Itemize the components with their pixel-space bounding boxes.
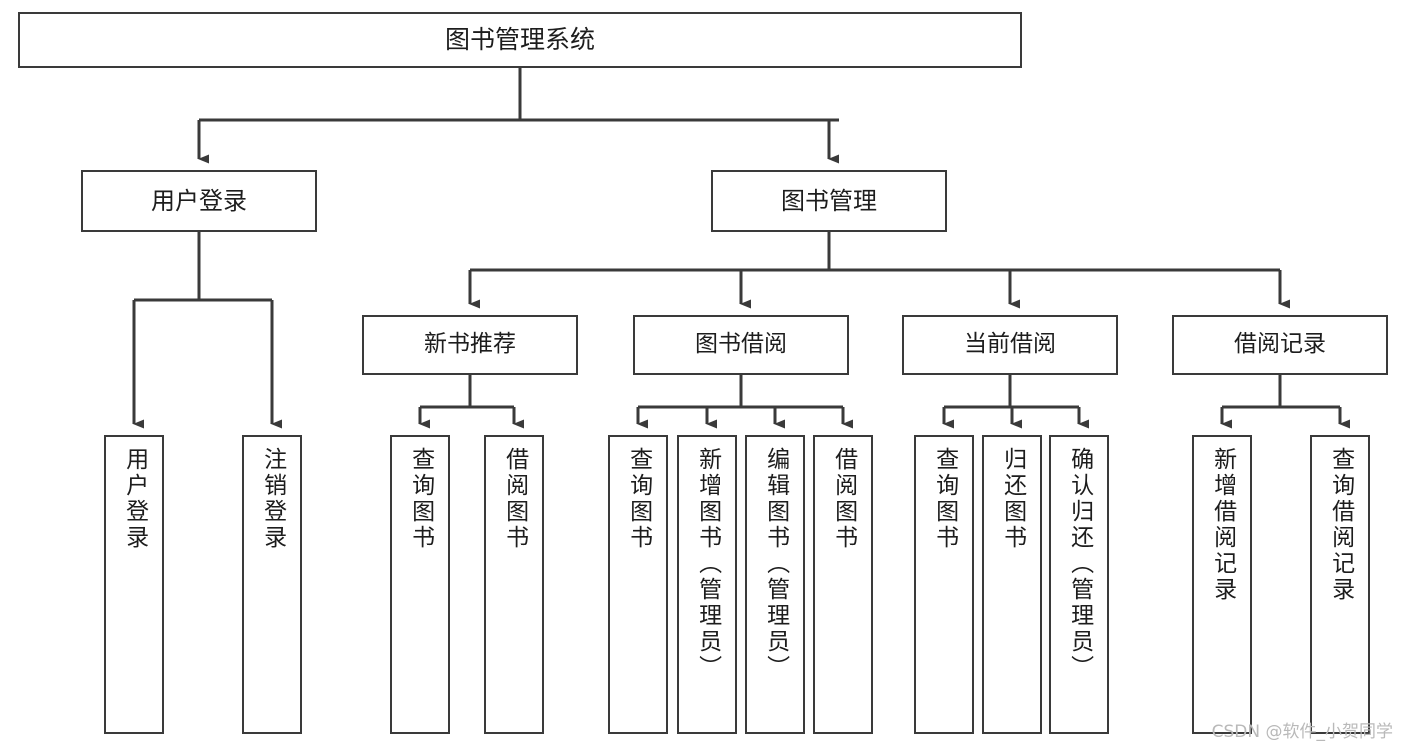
node-root[interactable]: 图书管理系统 (18, 12, 1022, 68)
node-label-leaf-query-book-2: 查询图书 (625, 447, 652, 551)
node-user-login[interactable]: 用户登录 (81, 170, 317, 232)
node-borrow-record[interactable]: 借阅记录 (1172, 315, 1388, 375)
node-label-leaf-add-record: 新增借阅记录 (1209, 447, 1236, 603)
node-leaf-query-book-3[interactable]: 查询图书 (914, 435, 974, 734)
node-label-root: 图书管理系统 (444, 25, 595, 55)
node-leaf-query-book-2[interactable]: 查询图书 (608, 435, 668, 734)
node-leaf-return-book[interactable]: 归还图书 (982, 435, 1042, 734)
node-label-leaf-user-login: 用户登录 (121, 447, 148, 551)
node-new-book-rec[interactable]: 新书推荐 (362, 315, 578, 375)
node-label-book-borrow: 图书借阅 (695, 331, 787, 358)
node-label-leaf-borrow-book-1: 借阅图书 (501, 447, 528, 551)
node-current-borrow[interactable]: 当前借阅 (902, 315, 1118, 375)
node-leaf-user-login[interactable]: 用户登录 (104, 435, 164, 734)
node-leaf-logout[interactable]: 注销登录 (242, 435, 302, 734)
node-book-manage[interactable]: 图书管理 (711, 170, 947, 232)
node-label-leaf-return-book: 归还图书 (999, 447, 1026, 551)
node-label-leaf-query-record: 查询借阅记录 (1327, 447, 1354, 603)
node-leaf-confirm-return[interactable]: 确认归还（管理员） (1049, 435, 1109, 734)
node-leaf-query-book-1[interactable]: 查询图书 (390, 435, 450, 734)
node-leaf-add-book[interactable]: 新增图书（管理员） (677, 435, 737, 734)
node-leaf-query-record[interactable]: 查询借阅记录 (1310, 435, 1370, 734)
node-label-leaf-query-book-1: 查询图书 (407, 447, 434, 551)
node-leaf-borrow-book-1[interactable]: 借阅图书 (484, 435, 544, 734)
node-label-new-book-rec: 新书推荐 (424, 331, 516, 358)
node-label-current-borrow: 当前借阅 (964, 331, 1056, 358)
node-label-leaf-add-book: 新增图书（管理员） (694, 447, 721, 681)
node-label-borrow-record: 借阅记录 (1234, 331, 1326, 358)
node-label-book-manage: 图书管理 (781, 186, 877, 215)
node-label-leaf-edit-book: 编辑图书（管理员） (762, 447, 789, 681)
node-book-borrow[interactable]: 图书借阅 (633, 315, 849, 375)
node-label-leaf-logout: 注销登录 (259, 447, 286, 551)
node-label-user-login: 用户登录 (151, 186, 247, 215)
node-leaf-edit-book[interactable]: 编辑图书（管理员） (745, 435, 805, 734)
node-label-leaf-borrow-book-2: 借阅图书 (830, 447, 857, 551)
node-label-leaf-query-book-3: 查询图书 (931, 447, 958, 551)
node-leaf-add-record[interactable]: 新增借阅记录 (1192, 435, 1252, 734)
node-leaf-borrow-book-2[interactable]: 借阅图书 (813, 435, 873, 734)
node-label-leaf-confirm-return: 确认归还（管理员） (1066, 447, 1093, 681)
